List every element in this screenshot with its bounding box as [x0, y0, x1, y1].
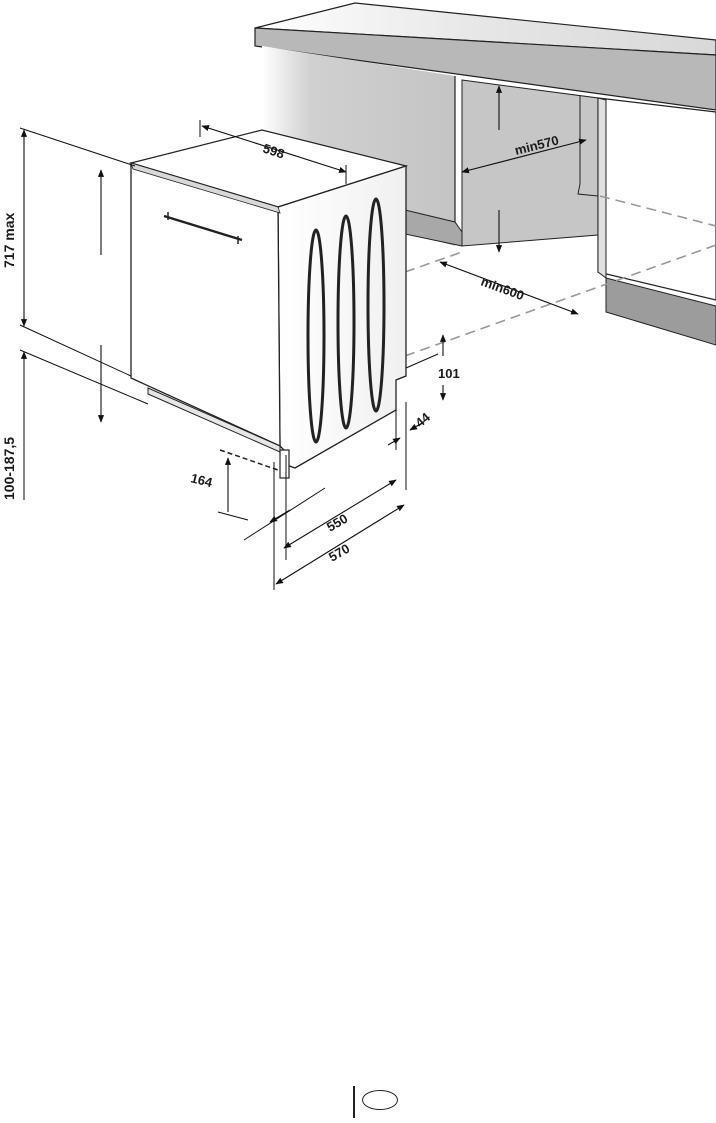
niche-width-dimension: min600 [440, 262, 578, 314]
plinth-range-label: 100-187,5 [1, 437, 17, 500]
height-dimension: 717 max [1, 128, 135, 376]
depth-dimensions: 550 570 [244, 455, 404, 590]
rear-height-label: 101 [438, 366, 460, 381]
height-max-label: 717 max [1, 213, 17, 268]
niche-back-wall [462, 80, 598, 246]
foot-height-dimension: 164 [189, 458, 248, 520]
page-footer-divider [353, 1086, 355, 1118]
right-cabinet [598, 98, 716, 300]
right-cabinet-front [598, 98, 606, 278]
niche-width-label: min600 [479, 274, 526, 303]
door-height-label: 164 [189, 470, 214, 490]
door-bottom-dashed [220, 450, 278, 470]
plinth-dimension: 100-187,5 [1, 350, 148, 500]
dishwasher [131, 130, 406, 478]
depth-outer-label: 570 [326, 541, 352, 565]
dishwasher-side [278, 166, 406, 468]
front-foot [280, 450, 289, 478]
depth-inner-label: 550 [324, 511, 350, 535]
installation-diagram: min570 min600 598 [0, 0, 716, 620]
language-badge-oval [362, 1090, 398, 1110]
